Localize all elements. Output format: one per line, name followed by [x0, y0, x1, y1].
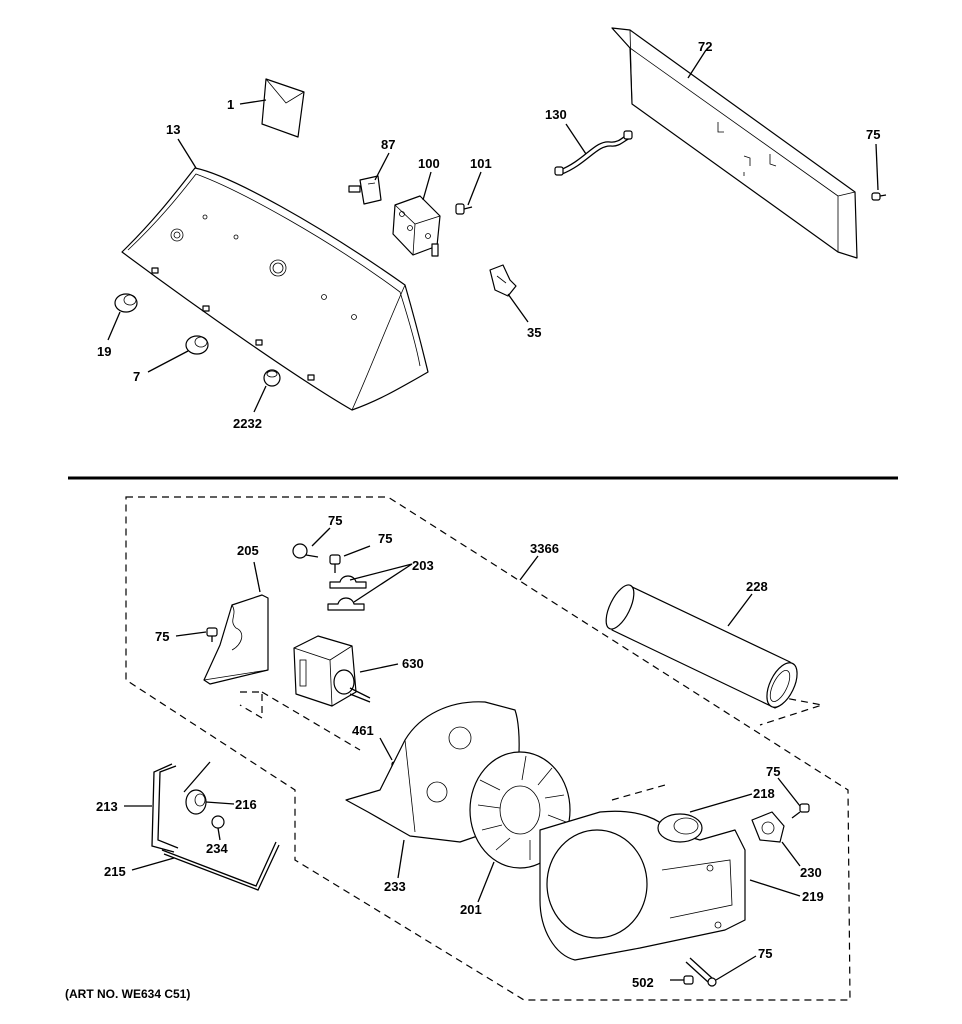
label-75-e: 75	[758, 946, 772, 961]
lower-leader-lines	[124, 527, 801, 981]
label-218: 218	[753, 786, 775, 801]
part-envelope	[261, 78, 305, 138]
label-75-c: 75	[378, 531, 392, 546]
label-7: 7	[133, 369, 140, 384]
label-213: 213	[96, 799, 118, 814]
label-230: 230	[800, 865, 822, 880]
part-screw-75-a	[206, 627, 218, 642]
part-pulley-216	[183, 761, 211, 815]
label-75-a: 75	[155, 629, 169, 644]
part-knob-7	[185, 335, 209, 355]
part-clip-203	[327, 575, 367, 611]
part-bracket-205	[203, 594, 269, 685]
part-rear-panel-72	[611, 27, 858, 259]
part-control-panel	[121, 167, 429, 411]
label-461: 461	[352, 723, 374, 738]
part-switch-100	[392, 195, 441, 257]
part-screw-75-c	[329, 554, 341, 573]
part-switch-87	[348, 175, 382, 205]
part-screw-101	[455, 203, 473, 215]
label-201: 201	[460, 902, 482, 917]
part-exhaust-tube-228	[605, 584, 798, 709]
part-clip-35	[489, 264, 517, 297]
part-screw-502	[670, 975, 694, 985]
part-screw-75-d	[791, 803, 810, 819]
label-233: 233	[384, 879, 406, 894]
part-sensor-218	[657, 813, 703, 843]
label-35: 35	[527, 325, 541, 340]
label-130: 130	[545, 107, 567, 122]
label-228: 228	[746, 579, 768, 594]
part-blower-housing-219	[539, 810, 746, 961]
label-72: 72	[698, 39, 712, 54]
inner-boundary	[239, 691, 666, 801]
label-2232: 2232	[233, 416, 262, 431]
part-idler-213	[151, 763, 179, 853]
label-75-b: 75	[328, 513, 342, 528]
label-203: 203	[412, 558, 434, 573]
part-pulley-234	[211, 815, 225, 829]
part-wire-130	[554, 130, 633, 176]
label-13: 13	[166, 122, 180, 137]
label-75-top: 75	[866, 127, 880, 142]
label-100: 100	[418, 156, 440, 171]
label-3366: 3366	[530, 541, 559, 556]
art-number: (ART NO. WE634 C51)	[65, 987, 190, 1001]
part-thermostat-230	[751, 811, 785, 843]
label-630: 630	[402, 656, 424, 671]
label-502: 502	[632, 975, 654, 990]
label-234: 234	[206, 841, 228, 856]
part-knob-19	[114, 293, 138, 313]
label-215: 215	[104, 864, 126, 879]
part-screw-75-b	[292, 543, 319, 559]
part-bolt-75-bottom	[685, 957, 717, 987]
part-screw-75-top	[871, 192, 887, 201]
part-spring-215	[161, 841, 280, 891]
label-19: 19	[97, 344, 111, 359]
label-75-d: 75	[766, 764, 780, 779]
assembly-boundary-3366	[125, 496, 851, 1001]
label-219: 219	[802, 889, 824, 904]
label-216: 216	[235, 797, 257, 812]
part-knob-2232	[263, 369, 281, 387]
label-1: 1	[227, 97, 234, 112]
label-87: 87	[381, 137, 395, 152]
label-205: 205	[237, 543, 259, 558]
label-101: 101	[470, 156, 492, 171]
upper-leader-lines	[107, 49, 879, 413]
part-motor-630	[293, 635, 371, 707]
